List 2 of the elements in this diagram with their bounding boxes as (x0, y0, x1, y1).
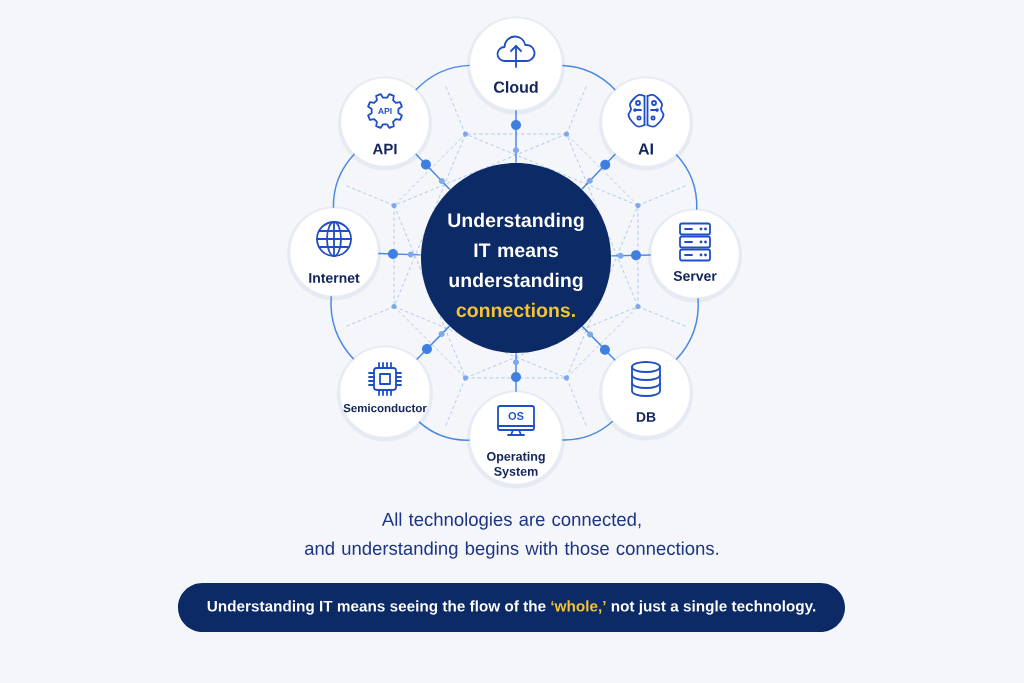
message-banner: Understanding IT means seeing the flow of the ‘whole,’ not just a single technology. (178, 583, 845, 632)
subtitle-text: All technologies are connected, and understanding begins with those connections. (305, 512, 719, 559)
